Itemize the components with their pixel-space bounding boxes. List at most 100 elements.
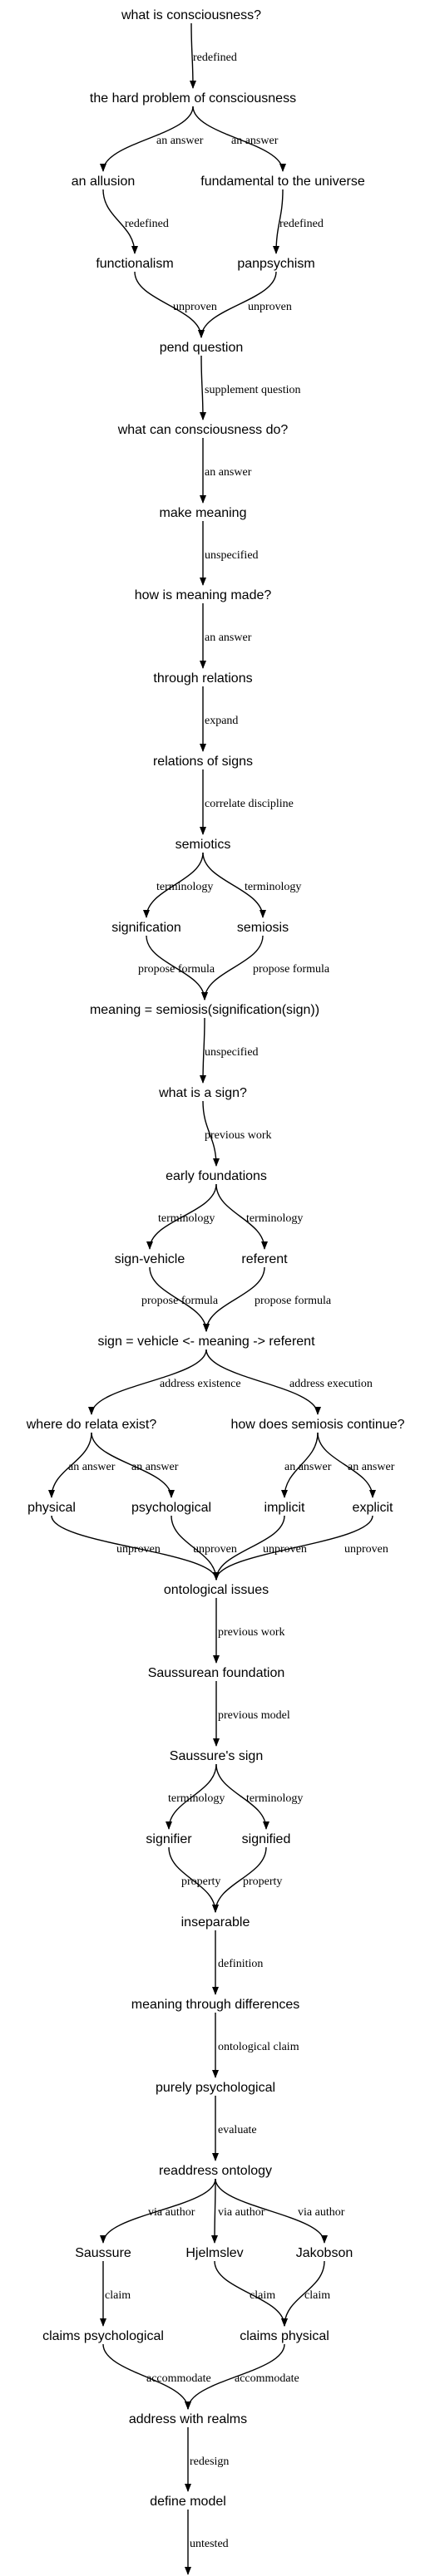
edge-n23-n26 xyxy=(281,1432,319,1498)
edge-label-n15-n16: propose formula xyxy=(253,963,330,976)
node-claims-physical: claims physical xyxy=(240,2329,329,2343)
edge-label-n36-n37: via author xyxy=(148,2206,195,2219)
edge-label-n14-n16: propose formula xyxy=(138,963,215,976)
nodes-layer: what is consciousness?the hard problem o… xyxy=(26,8,405,2509)
node-address-with-realms: address with realms xyxy=(129,2412,247,2426)
edge-label-n11-n12: expand xyxy=(205,715,238,727)
edge-n7-n8 xyxy=(199,355,206,420)
edge-label-n8-n9: an answer xyxy=(205,466,252,479)
node-what-is-a-sign: what is a sign? xyxy=(158,1086,247,1100)
edge-label-n2-n4: an answer xyxy=(231,135,279,147)
edge-n27-n28 xyxy=(213,1515,373,1581)
node-purely-psychological: purely psychological xyxy=(156,2081,275,2095)
edge-n17-n18 xyxy=(202,1100,220,1167)
edge-n13-n14 xyxy=(143,852,204,918)
node-physical: physical xyxy=(27,1501,76,1515)
node-how-is-meaning-made: how is meaning made? xyxy=(135,588,272,602)
edge-n41-n42 xyxy=(185,2343,285,2410)
node-readdress-ontology: readdress ontology xyxy=(159,2164,272,2178)
edge-label-n21-n23: address execution xyxy=(289,1378,373,1390)
edge-n14-n16 xyxy=(146,935,208,1000)
edge-n18-n20 xyxy=(215,1183,268,1250)
edge-label-n36-n38: via author xyxy=(218,2206,265,2219)
node-claims-psychological: claims psychological xyxy=(42,2329,164,2343)
node-where-do-relata-exist: where do relata exist? xyxy=(26,1418,157,1432)
edge-n36-n39 xyxy=(215,2178,328,2244)
edge-label-n25-n28: unproven xyxy=(193,1543,237,1556)
edge-label-n33-n34: definition xyxy=(218,1958,263,1970)
node-make-meaning: make meaning xyxy=(160,506,247,520)
edge-n36-n37 xyxy=(100,2178,216,2244)
edge-label-n12-n13: correlate discipline xyxy=(205,798,294,810)
node-saussurean-foundation: Saussurean foundation xyxy=(148,1666,285,1680)
node-inseparable: inseparable xyxy=(181,1915,250,1930)
node-sign-vehicle-meaning-referent: sign = vehicle <- meaning -> referent xyxy=(97,1335,315,1349)
edge-label-n18-n20: terminology xyxy=(246,1212,303,1225)
edge-label-n2-n3: an answer xyxy=(156,135,204,147)
edge-n20-n21 xyxy=(203,1266,265,1332)
node-pend-question: pend question xyxy=(160,341,244,355)
edge-label-n30-n31: terminology xyxy=(168,1792,225,1805)
node-sign-vehicle: sign-vehicle xyxy=(115,1252,185,1266)
edge-label-n4-n6: redefined xyxy=(279,218,324,230)
node-ontological-issues: ontological issues xyxy=(164,1583,269,1597)
edge-n31-n33 xyxy=(168,1846,219,1913)
edge-label-n34-n35: ontological claim xyxy=(218,2041,299,2053)
edge-label-n5-n7: unproven xyxy=(173,301,217,313)
edge-n13-n15 xyxy=(202,852,266,918)
edge-n25-n28 xyxy=(171,1515,220,1581)
node-relations-of-signs: relations of signs xyxy=(153,755,253,769)
node-panpsychism: panpsychism xyxy=(237,257,314,271)
edge-n40-n42 xyxy=(102,2343,191,2410)
edge-label-n7-n8: supplement question xyxy=(205,384,301,396)
edge-n38-n41 xyxy=(214,2260,288,2327)
edge-label-n42-n43: redesign xyxy=(190,2456,229,2468)
node-what-is-consciousness: what is consciousness? xyxy=(121,8,261,22)
node-meaning-semiosis-signification-sign: meaning = semiosis(signification(sign)) xyxy=(90,1003,319,1017)
edge-label-n20-n21: propose formula xyxy=(255,1295,332,1307)
edge-n22-n24 xyxy=(48,1432,92,1498)
edge-label-n37-n40: claim xyxy=(105,2289,131,2302)
edge-label-n27-n28: unproven xyxy=(344,1543,388,1556)
edge-n21-n23 xyxy=(205,1349,321,1415)
node-jakobson: Jakobson xyxy=(296,2246,353,2260)
edge-label-n19-n21: propose formula xyxy=(141,1295,219,1307)
node-implicit: implicit xyxy=(264,1501,305,1515)
edge-label-n3-n5: redefined xyxy=(125,218,169,230)
edge-label-n38-n41: claim xyxy=(250,2289,275,2302)
edge-n19-n21 xyxy=(149,1266,210,1332)
node-early-foundations: early foundations xyxy=(166,1169,267,1183)
node-semiosis: semiosis xyxy=(237,921,289,935)
node-an-allusion: an allusion xyxy=(72,175,136,189)
edge-label-n23-n27: an answer xyxy=(348,1461,395,1473)
edge-label-n40-n42: accommodate xyxy=(146,2372,211,2385)
edge-label-n24-n28: unproven xyxy=(116,1543,161,1556)
edge-n22-n25 xyxy=(91,1432,175,1498)
edge-label-n31-n33: property xyxy=(181,1875,220,1888)
node-semiotics: semiotics xyxy=(175,838,231,852)
edge-label-n10-n11: an answer xyxy=(205,632,252,644)
edge-n15-n16 xyxy=(201,935,264,1000)
node-define-model: define model xyxy=(150,2495,226,2509)
node-referent: referent xyxy=(241,1252,288,1266)
edge-n5-n7 xyxy=(134,271,205,338)
edge-label-n18-n19: terminology xyxy=(158,1212,215,1225)
edge-n30-n31 xyxy=(166,1763,217,1830)
node-saussure: Saussure xyxy=(75,2246,131,2260)
edge-label-n36-n39: via author xyxy=(298,2206,345,2219)
edge-label-n21-n22: address existence xyxy=(160,1378,241,1390)
edge-n23-n27 xyxy=(317,1432,376,1498)
edge-label-n32-n33: property xyxy=(243,1875,282,1888)
edge-label-n17-n18: previous work xyxy=(205,1129,272,1142)
edge-n2-n3 xyxy=(100,106,194,172)
node-explicit: explicit xyxy=(353,1501,393,1515)
edge-n18-n19 xyxy=(146,1183,217,1250)
edge-label-n39-n41: claim xyxy=(304,2289,330,2302)
node-signification: signification xyxy=(111,921,181,935)
edge-label-n35-n36: evaluate xyxy=(218,2124,257,2136)
edge-label-n9-n10: unspecified xyxy=(205,549,259,562)
node-meaning-through-differences: meaning through differences xyxy=(131,1998,300,2012)
edge-n16-n17 xyxy=(200,1017,207,1084)
edge-n32-n33 xyxy=(212,1846,267,1913)
